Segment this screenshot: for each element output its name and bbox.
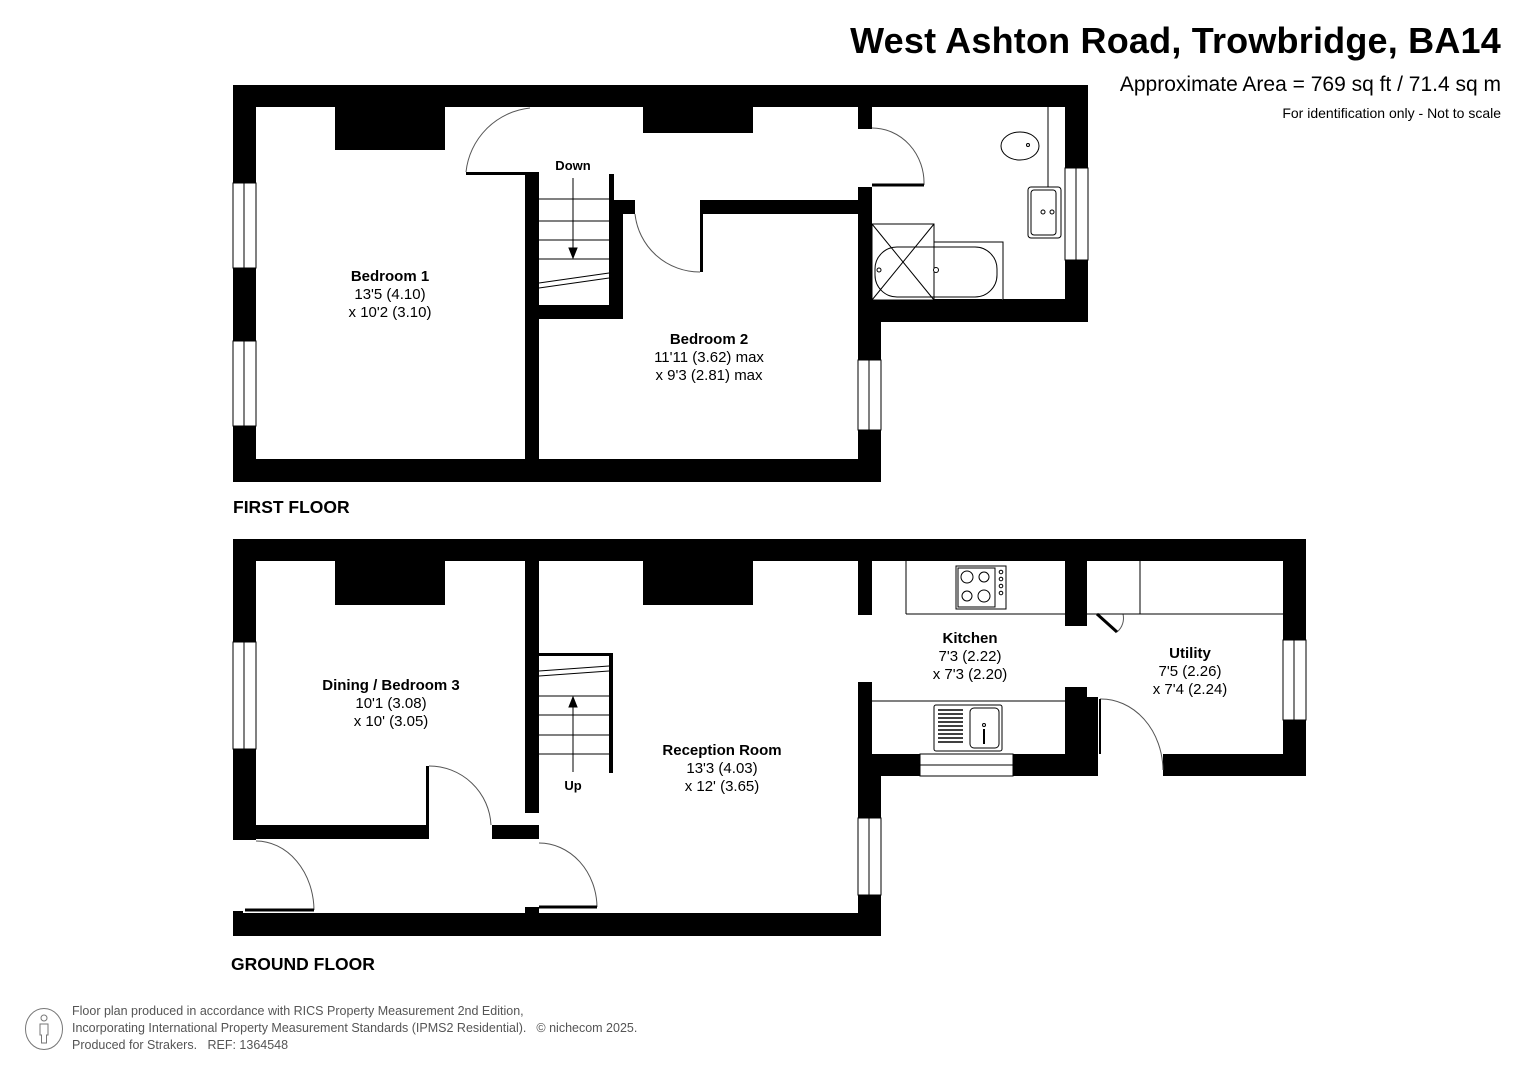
room-dimension-2: x 7'3 (2.20) bbox=[932, 666, 1008, 683]
room-name: Utility bbox=[1169, 645, 1211, 662]
ground-floor-stairs bbox=[538, 665, 610, 772]
room-name: Kitchen bbox=[942, 630, 998, 647]
room-dimension-2: x 9'3 (2.81) max bbox=[655, 367, 763, 384]
room-dimension-2: x 10'2 (3.10) bbox=[348, 304, 432, 321]
first-floor-windows bbox=[232, 167, 1089, 431]
room-dimension-1: 7'3 (2.22) bbox=[938, 648, 1002, 665]
room-kitchen: Kitchen 7'3 (2.22) x 7'3 (2.20) bbox=[933, 630, 1008, 684]
footer-line-1: Floor plan produced in accordance with R… bbox=[72, 1004, 524, 1018]
footer-line-3: Produced for Strakers. REF: 1364548 bbox=[72, 1038, 289, 1052]
room-bedroom-1: Bedroom 1 13'5 (4.10) x 10'2 (3.10) bbox=[349, 268, 432, 322]
room-dimension-1: 13'5 (4.10) bbox=[354, 286, 426, 303]
room-name: Dining / Bedroom 3 bbox=[322, 677, 460, 694]
room-dimension-2: x 10' (3.05) bbox=[353, 713, 429, 730]
room-dimension-1: 13'3 (4.03) bbox=[686, 760, 758, 777]
bathroom-fixtures bbox=[871, 107, 1062, 301]
room-name: Reception Room bbox=[662, 742, 782, 759]
approximate-area: Approximate Area = 769 sq ft / 71.4 sq m bbox=[1119, 73, 1501, 96]
stairs-down-label: Down bbox=[555, 158, 591, 173]
room-dimension-2: x 12' (3.65) bbox=[684, 778, 760, 795]
room-dimension-1: 10'1 (3.08) bbox=[355, 695, 427, 712]
room-name: Bedroom 1 bbox=[350, 268, 430, 285]
ground-floor-doors bbox=[245, 612, 1164, 912]
person-icon bbox=[25, 1008, 63, 1050]
first-floor-stairs bbox=[538, 178, 610, 289]
room-dimension-1: 11'11 (3.62) max bbox=[654, 349, 764, 366]
room-dimension-1: 7'5 (2.26) bbox=[1158, 663, 1222, 680]
first-floor-doors bbox=[465, 107, 925, 273]
ground-floor-windows bbox=[232, 639, 1307, 896]
ground-floor-label: GROUND FLOOR bbox=[231, 954, 375, 974]
kitchen-fixtures bbox=[872, 561, 1283, 752]
room-utility: Utility 7'5 (2.26) x 7'4 (2.24) bbox=[1153, 645, 1228, 699]
first-floor-walls bbox=[233, 85, 1088, 482]
room-reception: Reception Room 13'3 (4.03) x 12' (3.65) bbox=[662, 742, 781, 796]
footer-disclaimer: Floor plan produced in accordance with R… bbox=[72, 1003, 637, 1054]
room-dining-bedroom-3: Dining / Bedroom 3 10'1 (3.08) x 10' (3.… bbox=[322, 677, 460, 731]
scale-disclaimer: For identification only - Not to scale bbox=[1282, 105, 1501, 121]
footer-line-2: Incorporating International Property Mea… bbox=[72, 1021, 527, 1035]
first-floor-label: FIRST FLOOR bbox=[233, 497, 350, 517]
room-bedroom-2: Bedroom 2 11'11 (3.62) max x 9'3 (2.81) … bbox=[654, 331, 764, 385]
stairs-up-label: Up bbox=[564, 778, 582, 793]
room-name: Bedroom 2 bbox=[669, 331, 749, 348]
copyright: © nichecom 2025. bbox=[536, 1021, 638, 1035]
property-title: West Ashton Road, Trowbridge, BA14 bbox=[850, 20, 1501, 61]
ground-floor-walls bbox=[233, 539, 1306, 936]
room-dimension-2: x 7'4 (2.24) bbox=[1152, 681, 1228, 698]
